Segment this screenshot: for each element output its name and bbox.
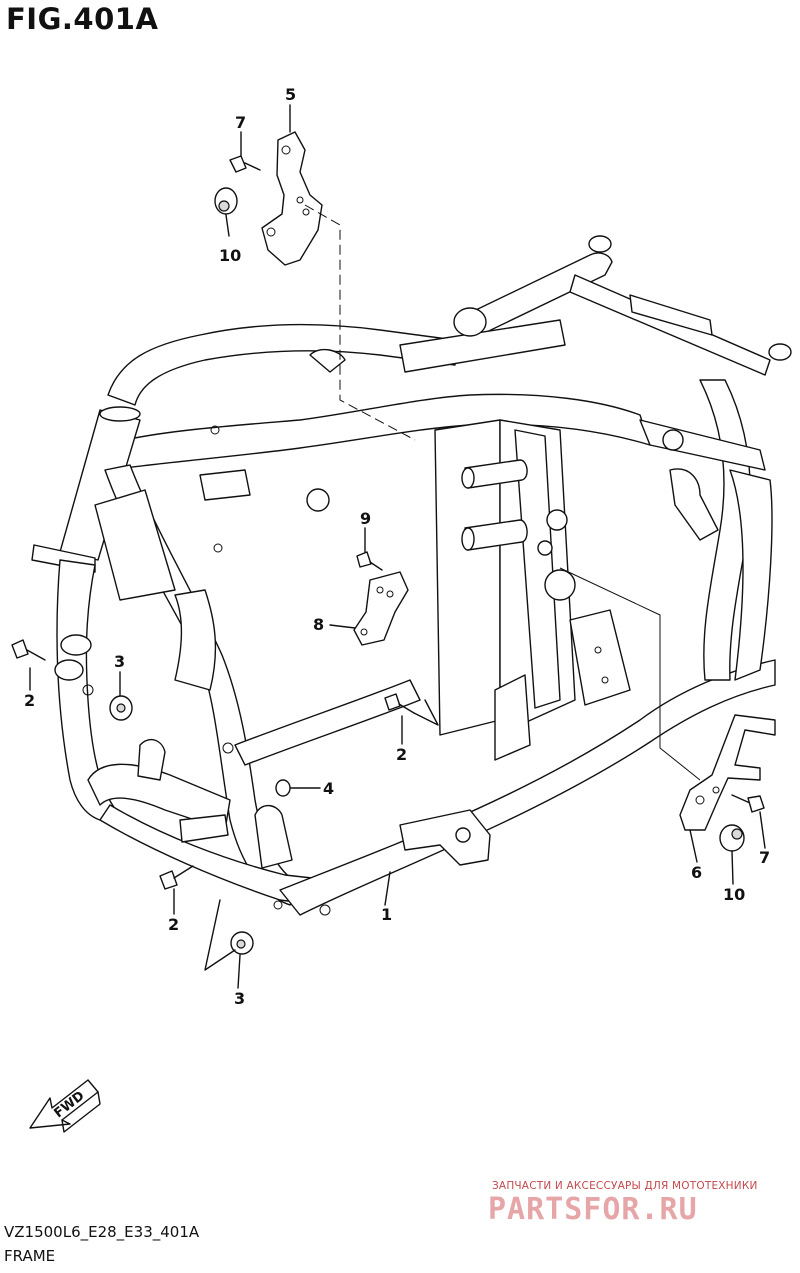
callout-3-lower: 3	[234, 989, 245, 1008]
nut-3-left	[109, 695, 133, 721]
plug-4	[275, 779, 291, 797]
grommet-10-right	[719, 824, 745, 852]
diagram-code: VZ1500L6_E28_E33_401A	[4, 1223, 200, 1241]
bolt-7-right	[731, 794, 765, 813]
bolt-2-center	[384, 693, 415, 714]
bolt-2-left	[11, 639, 46, 661]
callout-10-top: 10	[219, 246, 241, 265]
bracket-6	[679, 714, 776, 831]
bolt-9	[356, 551, 383, 571]
callout-7-top: 7	[235, 113, 246, 132]
callout-2-center: 2	[396, 745, 407, 764]
figure-title: FIG.401A	[6, 2, 159, 36]
nut-3-lower	[230, 931, 254, 955]
bolt-2-lower	[159, 865, 194, 890]
callout-3-left: 3	[114, 652, 125, 671]
callout-8: 8	[313, 615, 324, 634]
watermark-logo: PARTSFOR.RU	[488, 1192, 698, 1227]
callout-10-right: 10	[723, 885, 745, 904]
callout-5: 5	[285, 85, 296, 104]
callout-7-right: 7	[759, 848, 770, 867]
callout-2-lower: 2	[168, 915, 179, 934]
leader-lines	[29, 104, 766, 989]
diagram-name: FRAME	[4, 1247, 56, 1265]
callout-1: 1	[381, 905, 392, 924]
grommet-10-top	[214, 187, 238, 215]
bracket-8	[353, 571, 409, 646]
callouts: 5 7 10 9 8 3 2 2 4 2 1 3 6 7 10	[24, 85, 770, 1008]
callout-2-left: 2	[24, 691, 35, 710]
callout-9: 9	[360, 509, 371, 528]
bracket-5	[261, 131, 323, 266]
watermark-tagline: ЗАПЧАСТИ И АКСЕССУАРЫ ДЛЯ МОТОТЕХНИКИ	[492, 1180, 758, 1192]
bolt-7-top	[229, 155, 261, 173]
callout-6: 6	[691, 863, 702, 882]
fwd-arrow-icon: FWD	[29, 1079, 101, 1133]
callout-4: 4	[323, 779, 334, 798]
frame-drawing	[31, 235, 792, 916]
